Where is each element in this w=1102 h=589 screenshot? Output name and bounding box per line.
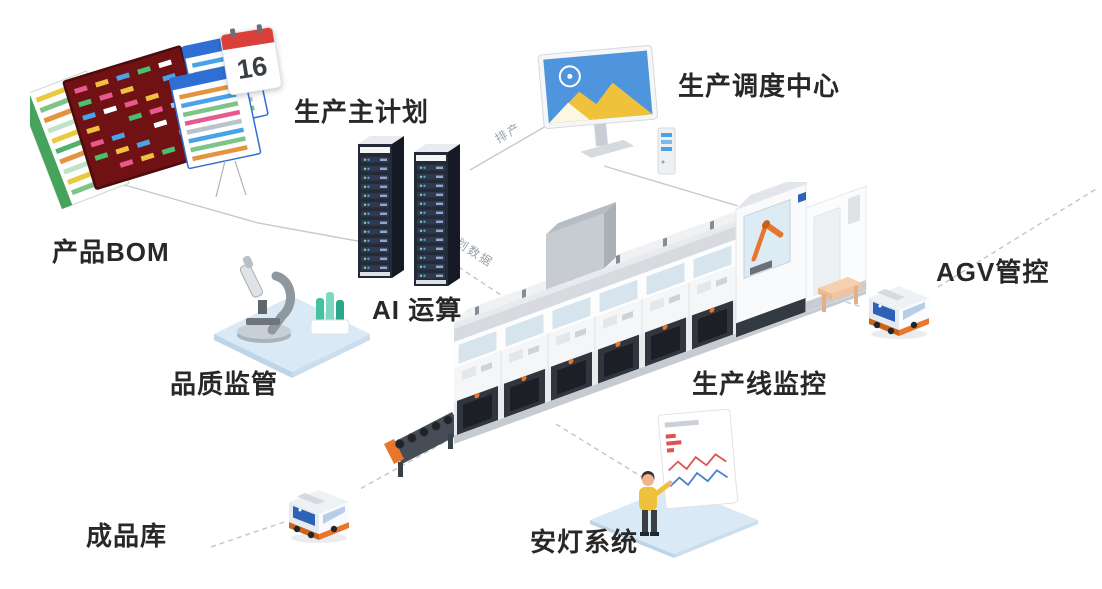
label-quality: 品质监管 <box>170 369 279 399</box>
rooftop-unit-icon <box>546 202 616 290</box>
worktable-icon <box>818 277 862 312</box>
product-bom-screens-icon <box>30 32 269 210</box>
microscope-icon <box>237 255 295 343</box>
production-line-icon <box>384 182 867 477</box>
server-racks-icon <box>358 136 460 286</box>
andon-board-icon <box>657 408 739 510</box>
label-master-plan: 生产主计划 <box>294 97 430 127</box>
label-product-bom: 产品BOM <box>52 237 170 267</box>
connector-solid <box>92 121 739 243</box>
label-line-monitor: 生产线监控 <box>692 369 828 399</box>
outfeed-conveyor-icon <box>384 412 464 477</box>
label-andon: 安灯系统 <box>530 527 639 557</box>
label-dispatch-center: 生产调度中心 <box>678 71 841 101</box>
screen-stand-legs <box>215 160 247 198</box>
server-rack-right-icon <box>414 144 460 286</box>
calendar-day: 16 <box>234 50 270 86</box>
worker-icon <box>639 471 673 536</box>
quality-station-icon <box>214 255 370 378</box>
mini-rack-icon <box>657 127 676 175</box>
robot-cell-icon <box>735 182 820 339</box>
andon-station-icon <box>590 408 758 558</box>
dispatch-monitor-icon <box>537 44 676 175</box>
monitor-icon <box>537 44 659 158</box>
agv-robot-icon <box>869 286 929 339</box>
line-machines-icon <box>454 182 867 444</box>
agv-robot-icon <box>289 490 349 543</box>
label-ai-compute: AI 运算 <box>372 295 463 325</box>
label-agv-control: AGV管控 <box>936 257 1050 287</box>
label-finished-goods: 成品库 <box>86 521 168 551</box>
test-tubes-icon <box>310 292 350 335</box>
server-rack-left-icon <box>358 136 404 278</box>
calendar-icon: 16 <box>219 23 283 96</box>
agv-icon <box>869 286 929 339</box>
